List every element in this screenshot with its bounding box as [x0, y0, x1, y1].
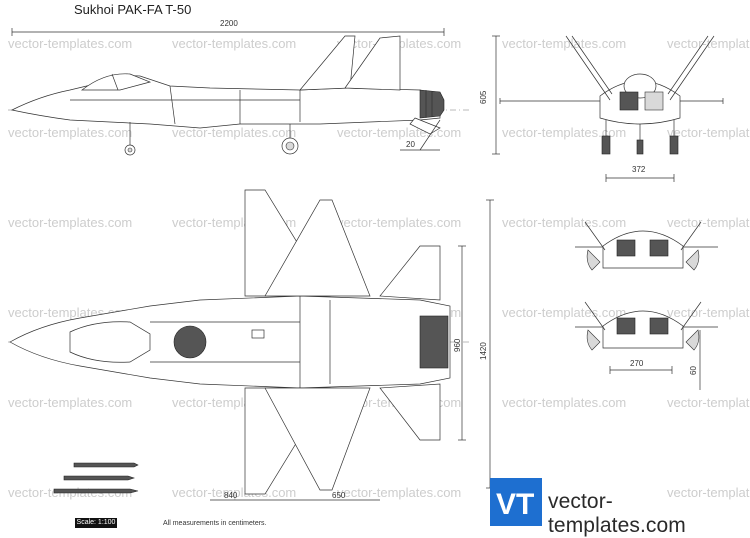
- scale-label: Scale: 1:100: [75, 518, 117, 528]
- measurement-note: All measurements in centimeters.: [163, 520, 267, 527]
- watermark: vector-templates.com: [172, 36, 296, 51]
- dim-top-span: 1420: [479, 342, 488, 360]
- watermark: vector-templates.com: [8, 125, 132, 140]
- watermark: vector-templates.com: [667, 215, 750, 230]
- dim-840: 840: [224, 491, 238, 500]
- watermark: vector-templates.com: [8, 215, 132, 230]
- dim-gear-track: 372: [632, 165, 646, 174]
- front-view: 605 372: [479, 35, 724, 182]
- missiles: [53, 462, 139, 494]
- watermark: vector-templates.com: [8, 36, 132, 51]
- top-view: 1420 960 840 650: [8, 189, 494, 501]
- logo-letters: VT: [496, 488, 534, 521]
- watermark: vector-templates.com: [667, 305, 750, 320]
- watermark: vector-templates.com: [172, 125, 296, 140]
- bay-view-upper: [575, 221, 718, 271]
- watermark: vector-templates.com: [667, 485, 750, 500]
- watermark: vector-templates.com: [502, 395, 626, 410]
- watermark: vector-templates.com: [502, 125, 626, 140]
- watermark: vector-templates.com: [502, 305, 626, 320]
- watermark: vector-templates.com: [337, 485, 461, 500]
- dim-bay-width: 270: [630, 359, 644, 368]
- dim-bay-depth: 60: [689, 366, 698, 375]
- watermark: vector-templates.com: [667, 395, 750, 410]
- bay-view-lower: 270 60: [575, 301, 718, 390]
- dim-top-width: 960: [453, 338, 462, 352]
- logo-mark[interactable]: VT: [490, 478, 542, 526]
- dim-angle: 20: [406, 140, 415, 149]
- vt-logo-icon: VT: [496, 488, 534, 521]
- side-view: 20 2200: [8, 19, 470, 156]
- dim-650: 650: [332, 491, 346, 500]
- dim-length: 2200: [220, 19, 238, 28]
- watermark: vector-templates.com: [337, 125, 461, 140]
- watermark: vector-templates.com: [8, 395, 132, 410]
- watermark: vector-templates.com: [502, 215, 626, 230]
- dim-height: 605: [479, 90, 488, 104]
- brand-name[interactable]: vector-templates.com: [548, 490, 686, 537]
- watermark: vector-templates.com: [502, 36, 626, 51]
- drawing-title: Sukhoi PAK-FA T-50: [74, 2, 192, 17]
- watermark: vector-templates.com: [667, 125, 750, 140]
- watermark: vector-templates.com: [337, 215, 461, 230]
